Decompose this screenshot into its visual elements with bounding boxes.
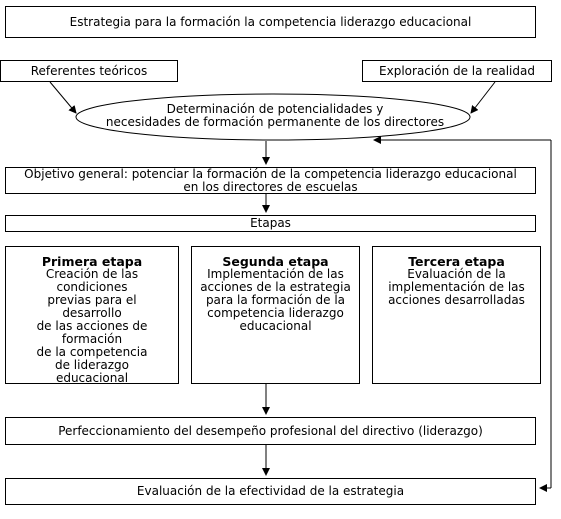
arrow-reality-to-diagnosis <box>470 81 496 114</box>
third-stage-title: Tercera etapa <box>408 254 505 269</box>
reality-exploration-label: Exploración de la realidad <box>379 63 535 78</box>
stages-header-box: Etapas <box>5 215 536 232</box>
second-stage-title: Segunda etapa <box>222 254 329 269</box>
third-stage-box: Tercera etapa Evaluación de la implement… <box>372 246 541 384</box>
first-stage-description: Creación de las condiciones previas para… <box>36 267 148 385</box>
general-objective-label: Objetivo general: potenciar la formación… <box>24 166 517 194</box>
third-stage-description: Evaluación de la implementación de las a… <box>388 267 525 307</box>
theoretical-references-box: Referentes teóricos <box>0 60 178 82</box>
second-stage-box: Segunda etapa Implementación de las acci… <box>191 246 360 384</box>
theoretical-references-label: Referentes teóricos <box>30 63 148 78</box>
diagnosis-label: Determinación de potencialidades y neces… <box>105 102 445 129</box>
improvement-label: Perfeccionamiento del desempeño profesio… <box>58 423 483 438</box>
strategy-title: Estrategia para la formación la competen… <box>69 14 472 29</box>
general-objective-box: Objetivo general: potenciar la formación… <box>5 167 536 194</box>
stages-header-label: Etapas <box>250 216 291 230</box>
reality-exploration-box: Exploración de la realidad <box>362 60 552 82</box>
first-stage-box: Primera etapa Creación de las condicione… <box>5 246 179 385</box>
second-stage-description: Implementación de las acciones de la est… <box>200 267 351 333</box>
improvement-box: Perfeccionamiento del desempeño profesio… <box>5 417 536 445</box>
first-stage-title: Primera etapa <box>41 254 143 269</box>
arrow-theory-to-diagnosis <box>49 81 77 114</box>
evaluation-label: Evaluación de la efectividad de la estra… <box>136 484 405 498</box>
diagnosis-ellipse <box>75 93 471 141</box>
evaluation-box: Evaluación de la efectividad de la estra… <box>5 478 536 505</box>
strategy-title-box: Estrategia para la formación la competen… <box>5 6 536 38</box>
